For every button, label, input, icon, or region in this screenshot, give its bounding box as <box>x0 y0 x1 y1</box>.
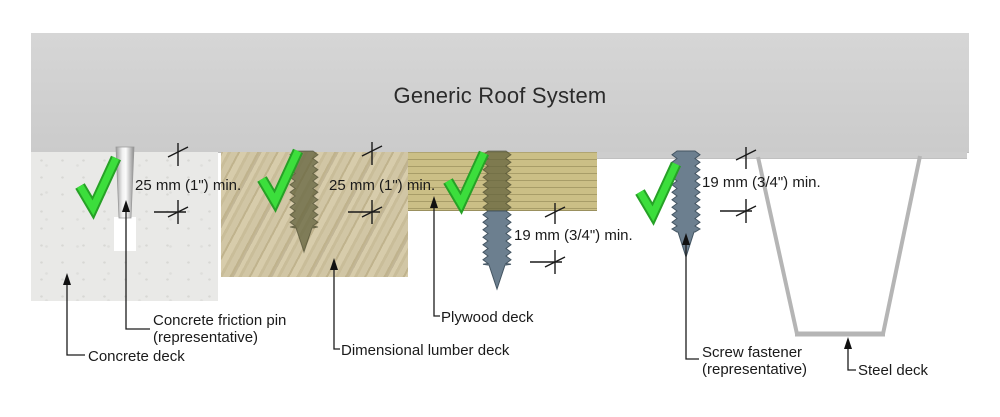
steel-deck-flute <box>756 155 922 337</box>
dimension-ticks-steel <box>720 147 757 223</box>
dimension-ticks-concrete <box>154 143 189 224</box>
label-screw-fastener-line2: (representative) <box>702 361 808 378</box>
dimension-ticks-plywood <box>530 203 566 274</box>
screw-fastener-steel-graphic <box>671 150 701 259</box>
label-steel-deck: Steel deck <box>858 362 929 379</box>
label-dimensional-lumber-deck: Dimensional lumber deck <box>341 342 510 359</box>
screw-protruding-plywood-graphic <box>482 210 512 291</box>
dimension-text-plywood: 19 mm (3/4") min. <box>514 227 633 244</box>
checkmark-icon-plywood <box>443 150 489 215</box>
checkmark-icon-lumber <box>257 148 303 213</box>
label-concrete-friction-pin-line1: Concrete friction pin <box>153 312 287 329</box>
embedded-screw-lumber-graphic <box>289 150 319 254</box>
leader-arrowheads <box>63 196 852 349</box>
dimension-ticks-lumber <box>348 142 383 224</box>
concrete-deck-block <box>31 152 218 301</box>
leader-lines <box>66 199 856 371</box>
embedded-screw-plywood-graphic <box>482 150 512 212</box>
generic-roof-system-banner: Generic Roof System <box>31 33 969 153</box>
pilot-hole <box>114 217 136 251</box>
dimension-text-concrete: 25 mm (1") min. <box>135 177 242 194</box>
steel-deck-top-flange <box>597 152 967 159</box>
label-concrete-deck: Concrete deck <box>88 348 185 365</box>
label-concrete-friction-pin: Concrete friction pin (representative) <box>153 312 286 346</box>
dimension-text-lumber: 25 mm (1") min. <box>329 177 436 194</box>
concrete-friction-pin-graphic <box>114 146 136 251</box>
dimension-text-steel: 19 mm (3/4") min. <box>702 174 821 191</box>
diagram-title: Generic Roof System <box>393 83 607 108</box>
label-plywood-deck: Plywood deck <box>441 309 534 326</box>
checkmark-icon-concrete <box>75 155 121 220</box>
checkmark-icon-steel <box>635 161 681 226</box>
label-screw-fastener: Screw fastener (representative) <box>702 344 807 378</box>
label-screw-fastener-line1: Screw fastener <box>702 344 803 361</box>
label-concrete-friction-pin-line2: (representative) <box>153 329 259 346</box>
